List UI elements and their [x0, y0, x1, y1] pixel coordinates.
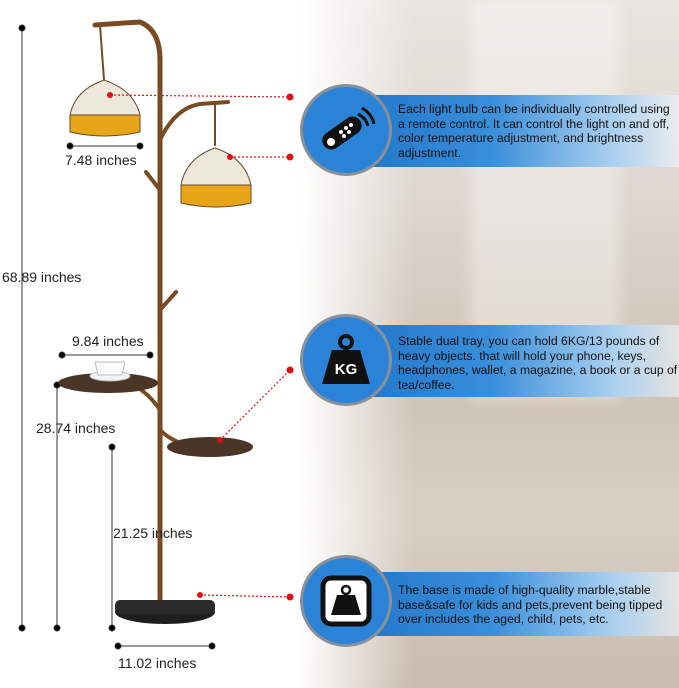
- feature-text-tray: Stable dual tray, you can hold 6KG/13 po…: [398, 334, 678, 392]
- feature-text-remote: Each light bulb can be individually cont…: [398, 102, 670, 160]
- tray-width-label: 9.84 inches: [72, 333, 144, 349]
- feature-band-remote: [340, 95, 679, 167]
- upper-tray-height-label: 28.74 inches: [36, 420, 116, 436]
- dimension-lines: [18, 24, 216, 650]
- shade-width-label: 7.48 inches: [65, 152, 137, 168]
- feature-band-base: [340, 572, 679, 636]
- upper-tray: [58, 373, 158, 393]
- lower-tray: [167, 437, 253, 457]
- feature-band-tray: [340, 325, 679, 397]
- total-height-label: 68.89 inches: [2, 269, 82, 285]
- weight-kg-icon: KG: [300, 314, 392, 406]
- feature-text-base: The base is made of high-quality marble,…: [398, 583, 663, 626]
- lamp-shade-left: [69, 79, 141, 137]
- lamp-shade-right: [180, 147, 252, 208]
- weight-base-icon: [300, 555, 392, 647]
- lower-tray-height-label: 21.25 inches: [113, 525, 193, 541]
- kg-label: KG: [335, 361, 358, 378]
- leader-lines: [109, 94, 291, 598]
- cup: [94, 361, 126, 376]
- base-width-label: 11.02 inches: [118, 655, 197, 671]
- remote-control-icon: [300, 84, 392, 176]
